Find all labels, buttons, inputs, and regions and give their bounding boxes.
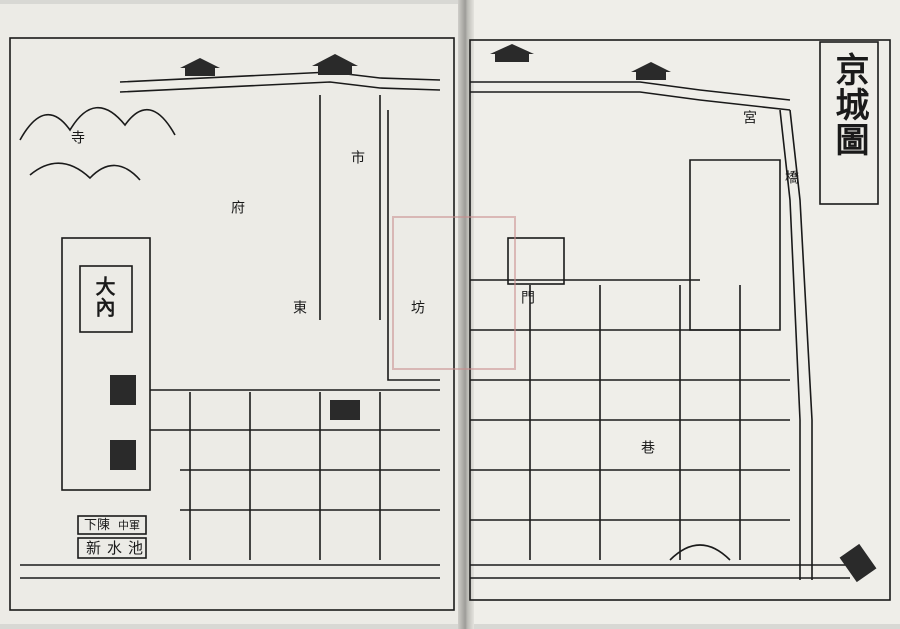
- gate-mid-label: 下陳: [84, 518, 111, 533]
- lane-label: 巷: [639, 440, 655, 455]
- gate-lower-label: 中軍: [118, 519, 140, 532]
- right-frame: [469, 39, 891, 601]
- pond-label: 新水池: [86, 539, 150, 557]
- gate-box: [77, 515, 147, 535]
- map-title: 京城圖: [829, 52, 869, 157]
- pond-box: [77, 537, 147, 559]
- mountain-range: [19, 106, 176, 141]
- temple-label: 寺: [69, 130, 85, 145]
- left-frame: [9, 37, 455, 611]
- left-wall-top: [119, 71, 441, 83]
- inner-palace-box: [79, 265, 133, 333]
- right-wall-top: [470, 81, 791, 101]
- right-wall-side: [789, 109, 813, 580]
- right-courtyard: [507, 237, 565, 285]
- palace-wall: [61, 237, 151, 491]
- arched-gate: [669, 544, 731, 561]
- gate-label-right: 門: [519, 290, 535, 305]
- inner-palace-label: 大內: [92, 276, 116, 318]
- office-label: 府: [229, 200, 245, 215]
- bridge-label: 橋: [783, 170, 799, 185]
- east-street-label: 東: [291, 300, 307, 315]
- palace-label-right: 宮: [741, 110, 757, 125]
- market-label: 市: [349, 150, 365, 165]
- ward-label: 坊: [409, 300, 425, 315]
- title-box: [819, 41, 879, 205]
- gate-towers: [110, 44, 877, 583]
- library-seal: [392, 216, 516, 370]
